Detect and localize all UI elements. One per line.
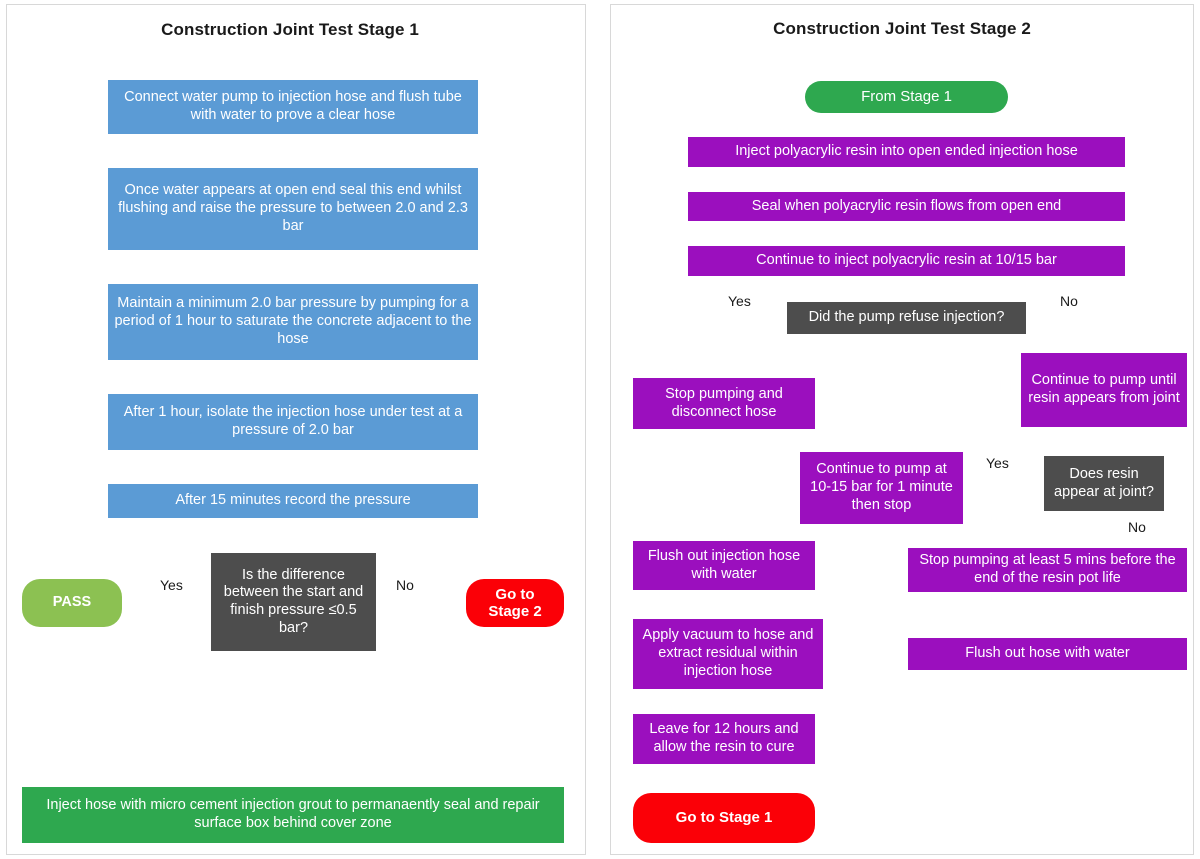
- node-inject-resin[interactable]: Inject polyacrylic resin into open ended…: [688, 137, 1125, 167]
- node-flush-hose-water-label: Flush out hose with water: [965, 645, 1130, 662]
- node-from-stage1[interactable]: From Stage 1: [805, 81, 1008, 113]
- node-flush-hose-water[interactable]: Flush out hose with water: [908, 638, 1187, 670]
- node-from-stage1-label: From Stage 1: [861, 87, 952, 105]
- node-record-pressure-label: After 15 minutes record the pressure: [175, 492, 411, 509]
- node-seal-when-flows[interactable]: Seal when polyacrylic resin flows from o…: [688, 192, 1125, 221]
- node-decision-pump-refuse-label: Did the pump refuse injection?: [808, 309, 1005, 326]
- node-apply-vacuum-label: Apply vacuum to hose and extract residua…: [642, 627, 814, 679]
- stage1-title: Construction Joint Test Stage 1: [161, 20, 419, 39]
- node-go-to-stage2[interactable]: Go to Stage 2: [466, 579, 564, 627]
- node-stop-pumping-disconnect-label: Stop pumping and disconnect hose: [665, 385, 783, 420]
- node-continue-inject[interactable]: Continue to inject polyacrylic resin at …: [688, 246, 1125, 276]
- node-go-to-stage1[interactable]: Go to Stage 1: [633, 793, 815, 843]
- node-leave-12-hours-label: Leave for 12 hours and allow the resin t…: [649, 721, 799, 755]
- node-pass[interactable]: PASS: [22, 579, 122, 627]
- node-flush-injection-hose-label: Flush out injection hose with water: [647, 547, 801, 582]
- node-continue-inject-label: Continue to inject polyacrylic resin at …: [756, 252, 1057, 269]
- node-go-to-stage2-label: Go to Stage 2: [488, 585, 542, 620]
- node-inject-resin-label: Inject polyacrylic resin into open ended…: [735, 143, 1078, 160]
- node-stop-pumping-disconnect[interactable]: Stop pumping and disconnect hose: [633, 378, 815, 429]
- node-decision-pressure-difference[interactable]: Is the difference between the start and …: [211, 553, 376, 651]
- node-connect-pump[interactable]: Connect water pump to injection hose and…: [108, 80, 478, 134]
- node-flush-injection-hose[interactable]: Flush out injection hose with water: [633, 541, 815, 590]
- edge-label-resin-joint-yes: Yes: [986, 455, 1009, 471]
- node-go-to-stage1-label: Go to Stage 1: [675, 808, 773, 826]
- node-maintain-pressure[interactable]: Maintain a minimum 2.0 bar pressure by p…: [108, 284, 478, 360]
- node-maintain-pressure-label: Maintain a minimum 2.0 bar pressure by p…: [114, 295, 472, 347]
- node-continue-pump-until-resin-label: Continue to pump until resin appears fro…: [1028, 372, 1180, 406]
- node-record-pressure[interactable]: After 15 minutes record the pressure: [108, 484, 478, 518]
- node-seal-open-end[interactable]: Once water appears at open end seal this…: [108, 168, 478, 250]
- node-pass-label: PASS: [52, 594, 92, 611]
- node-seal-open-end-label: Once water appears at open end seal this…: [118, 182, 468, 234]
- node-leave-12-hours[interactable]: Leave for 12 hours and allow the resin t…: [633, 714, 815, 764]
- node-seal-when-flows-label: Seal when polyacrylic resin flows from o…: [751, 197, 1062, 214]
- node-isolate-hose[interactable]: After 1 hour, isolate the injection hose…: [108, 394, 478, 450]
- node-decision-pressure-difference-label: Is the difference between the start and …: [223, 566, 364, 636]
- node-continue-pump-10-15-label: Continue to pump at 10-15 bar for 1 minu…: [810, 461, 953, 513]
- node-stop-pumping-5-mins[interactable]: Stop pumping at least 5 mins before the …: [908, 548, 1187, 592]
- node-apply-vacuum[interactable]: Apply vacuum to hose and extract residua…: [633, 619, 823, 689]
- node-decision-pump-refuse[interactable]: Did the pump refuse injection?: [787, 302, 1026, 334]
- node-decision-resin-at-joint[interactable]: Does resin appear at joint?: [1044, 456, 1164, 511]
- node-continue-pump-until-resin[interactable]: Continue to pump until resin appears fro…: [1021, 353, 1187, 427]
- edge-label-resin-joint-no: No: [1128, 519, 1146, 535]
- node-stop-pumping-5-mins-label: Stop pumping at least 5 mins before the …: [919, 552, 1176, 586]
- node-connect-pump-label: Connect water pump to injection hose and…: [124, 89, 462, 123]
- node-inject-grout-label: Inject hose with micro cement injection …: [46, 797, 540, 831]
- node-isolate-hose-label: After 1 hour, isolate the injection hose…: [123, 404, 463, 438]
- node-inject-grout[interactable]: Inject hose with micro cement injection …: [22, 787, 564, 843]
- node-decision-resin-at-joint-label: Does resin appear at joint?: [1054, 465, 1154, 500]
- edge-label-pump-refuse-no: No: [1060, 293, 1078, 309]
- node-continue-pump-10-15[interactable]: Continue to pump at 10-15 bar for 1 minu…: [800, 452, 963, 524]
- edge-label-pump-refuse-yes: Yes: [728, 293, 751, 309]
- edge-label-stage1-no: No: [396, 577, 414, 593]
- stage2-title: Construction Joint Test Stage 2: [773, 19, 1031, 38]
- edge-label-stage1-yes: Yes: [160, 577, 183, 593]
